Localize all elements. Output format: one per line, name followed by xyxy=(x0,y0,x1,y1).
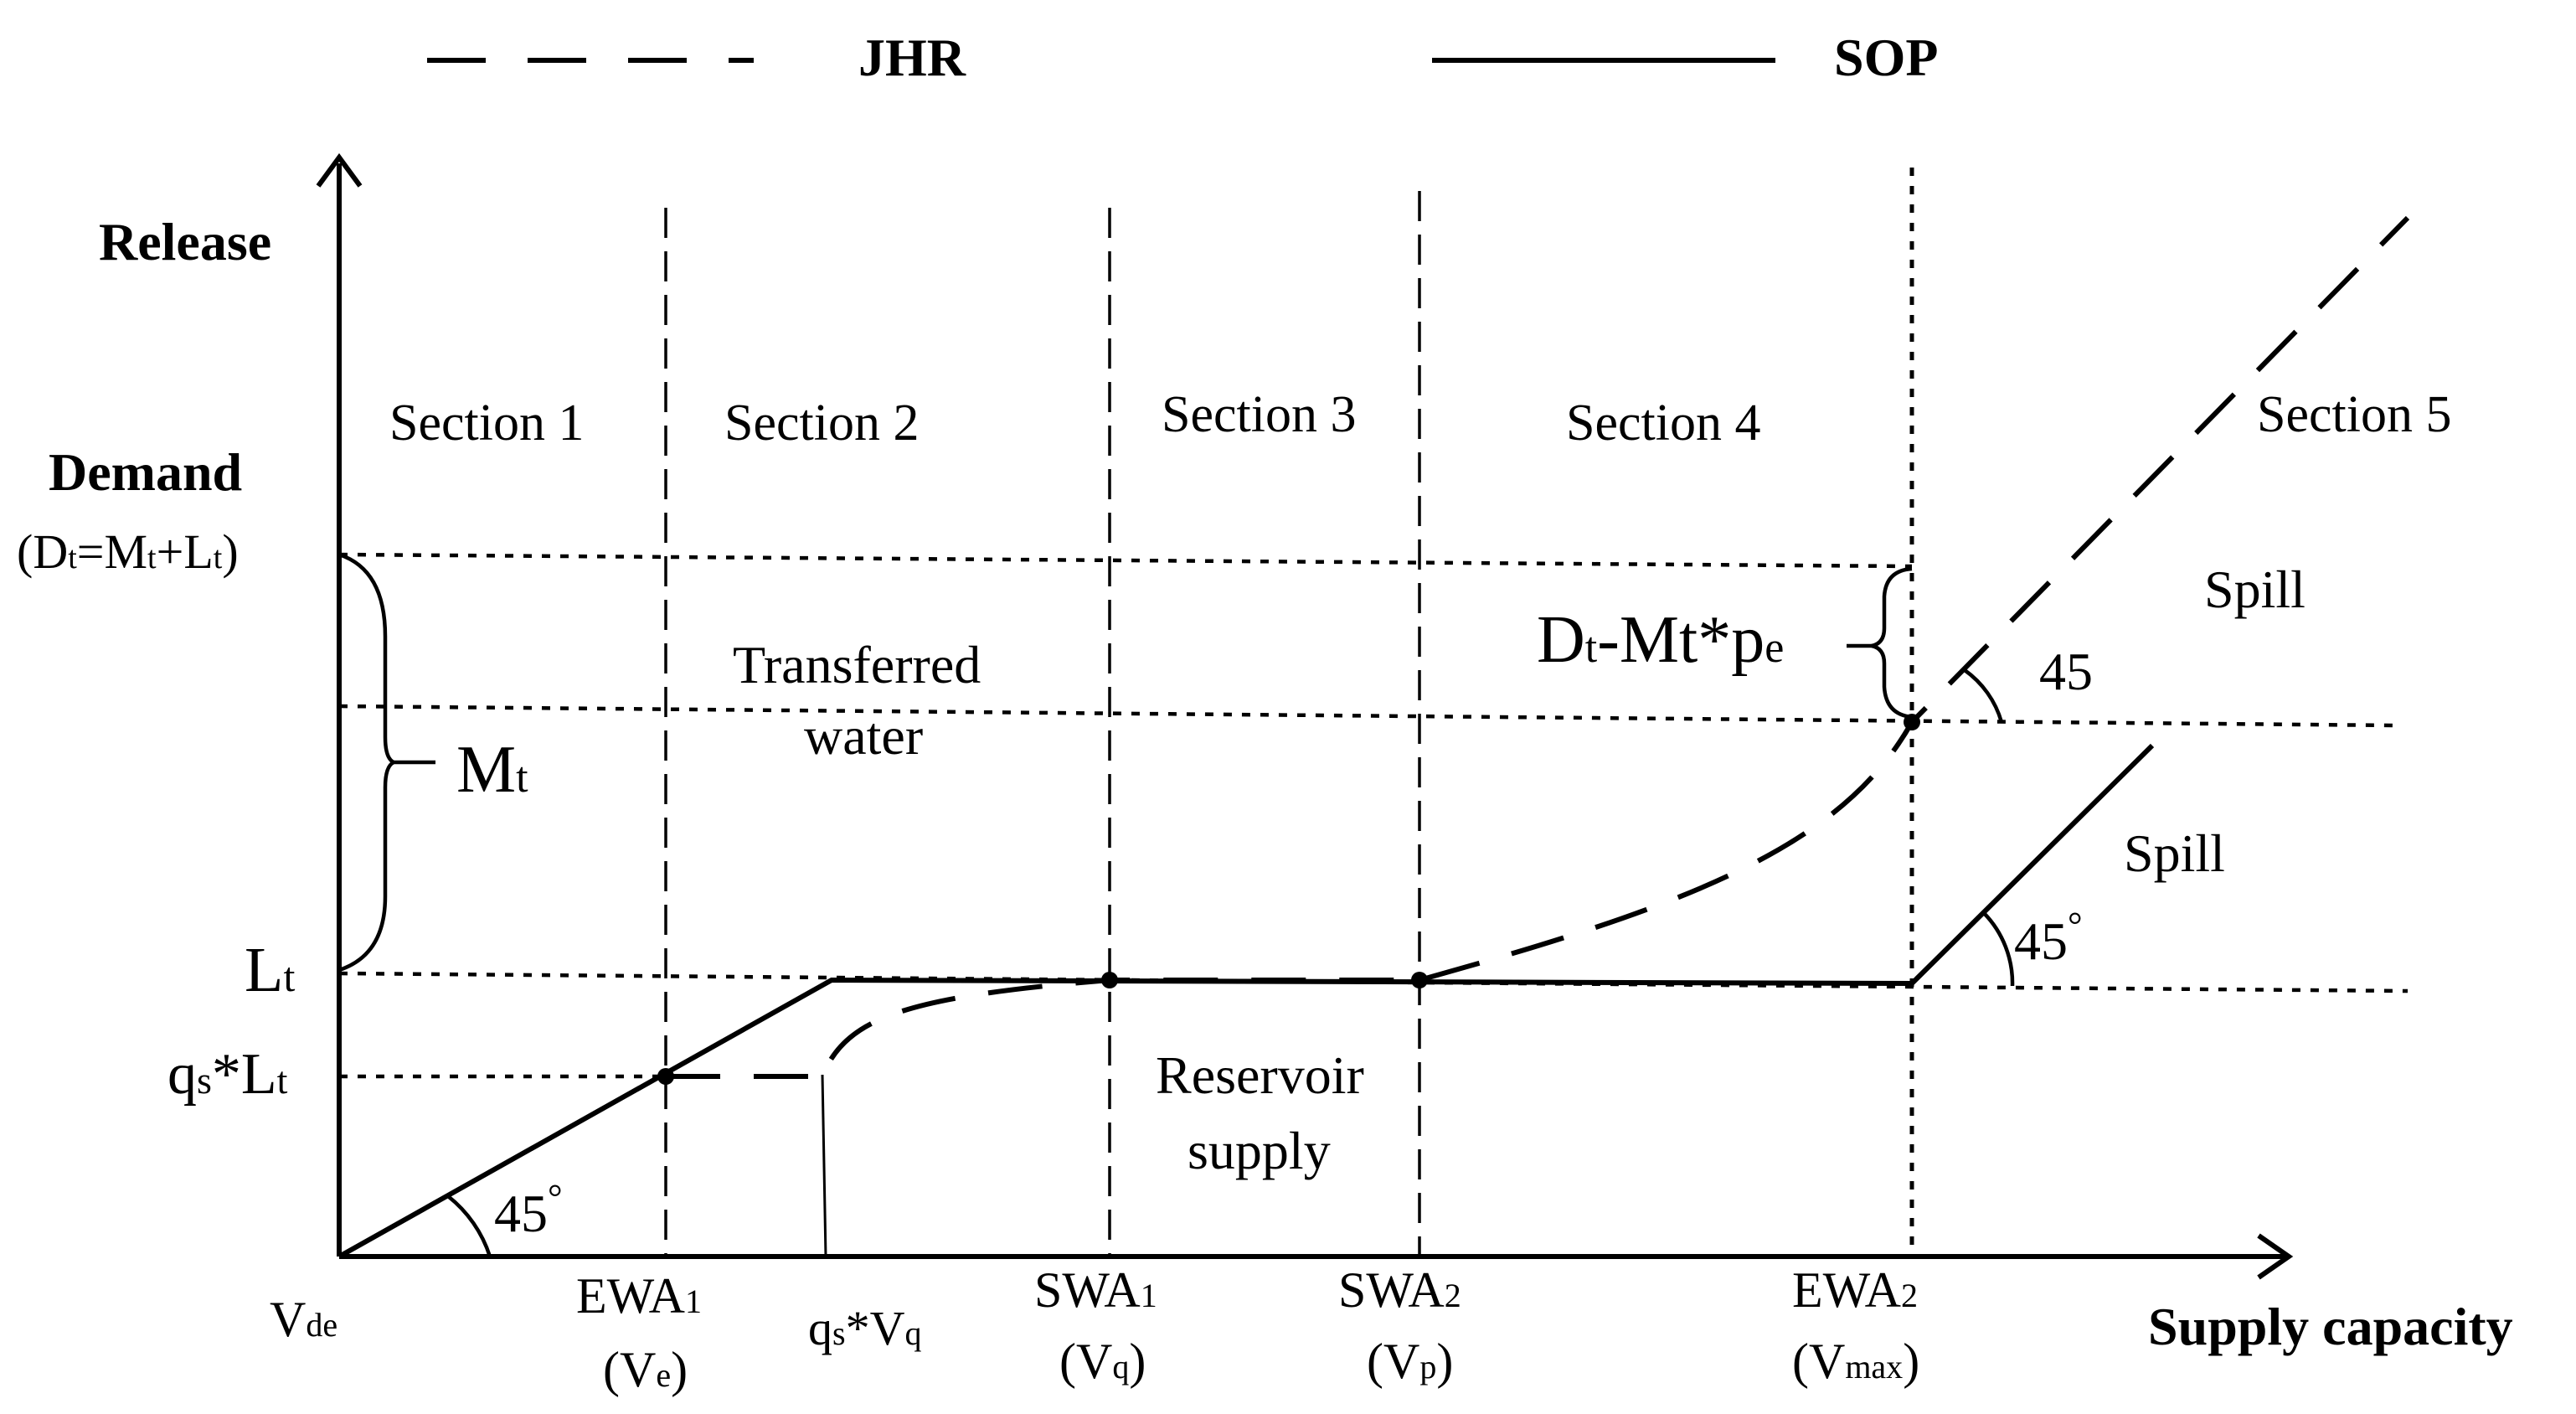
x-axis-arrowhead xyxy=(2257,1233,2294,1280)
angle-upper-label: 45 xyxy=(2039,642,2093,701)
section-3-label: Section 3 xyxy=(1162,386,1356,443)
angle-arc-upper xyxy=(1963,668,2004,723)
brace-dt xyxy=(1871,566,1913,720)
ewa1-label: EWA1 xyxy=(576,1268,702,1324)
ewa2-paren-label: (Vmax) xyxy=(1792,1334,1919,1389)
brace-mt xyxy=(338,552,399,973)
section-4-label: Section 4 xyxy=(1566,395,1760,452)
point-swa2 xyxy=(1411,972,1428,988)
demand-formula: (Dt=Mt+Lt) xyxy=(17,524,239,579)
qsvq-label: qs*Vq xyxy=(808,1301,921,1355)
ref-line-demand xyxy=(338,552,1913,569)
section-5-label: Section 5 xyxy=(2257,386,2451,443)
sop-curve xyxy=(337,977,1913,1259)
dt-mt-pe-label: Dt-Mt*pe xyxy=(1537,603,1784,677)
point-ewa1 xyxy=(657,1068,674,1085)
x-axis-label: Supply capacity xyxy=(2148,1297,2513,1356)
divider-qsvq xyxy=(821,1074,827,1257)
qs-lt-label: qs*Lt xyxy=(167,1042,288,1107)
jhr-curve xyxy=(666,215,2410,1079)
angle-origin-label: 45° xyxy=(494,1177,563,1243)
point-swa1 xyxy=(1101,972,1118,988)
ewa2-label: EWA2 xyxy=(1792,1262,1918,1318)
angle-arc-lower xyxy=(1982,911,2015,987)
swa1-label: SWA1 xyxy=(1034,1262,1157,1318)
vde-label: Vde xyxy=(270,1292,337,1347)
demand-label: Demand xyxy=(49,442,242,502)
sop-spill-line xyxy=(1909,743,2155,986)
transferred-water-line1: Transferred xyxy=(733,635,981,694)
lt-label: Lt xyxy=(245,935,295,1005)
angle-arc-origin xyxy=(446,1195,492,1257)
angle-lower-label: 45° xyxy=(2014,905,2083,971)
legend-sop-label: SOP xyxy=(1834,28,1938,87)
spill-upper-label: Spill xyxy=(2204,560,2306,619)
swa2-label: SWA2 xyxy=(1338,1262,1461,1318)
mt-label: Mt xyxy=(456,733,528,807)
y-axis-label: Release xyxy=(99,212,271,271)
ewa1-paren-label: (Ve) xyxy=(603,1342,688,1397)
ref-line-mid xyxy=(338,704,2396,728)
section-2-label: Section 2 xyxy=(724,395,919,452)
transferred-water-line2: water xyxy=(804,706,923,766)
section-1-label: Section 1 xyxy=(389,395,584,452)
reservoir-supply-line2: supply xyxy=(1188,1121,1331,1180)
swa1-paren-label: (Vq) xyxy=(1059,1334,1146,1389)
spill-lower-label: Spill xyxy=(2124,823,2225,883)
reservoir-supply-line1: Reservoir xyxy=(1156,1045,1364,1105)
legend-jhr-label: JHR xyxy=(858,28,966,87)
y-axis-arrowhead xyxy=(316,152,363,188)
swa2-paren-label: (Vp) xyxy=(1367,1334,1453,1389)
